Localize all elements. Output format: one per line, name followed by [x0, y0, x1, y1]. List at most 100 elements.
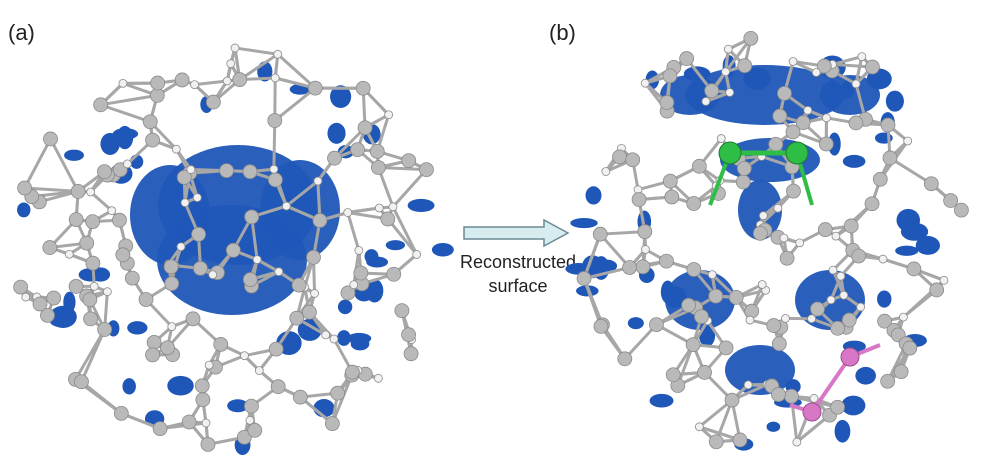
density-lobe [50, 316, 75, 328]
carbon-atom [242, 272, 258, 287]
carbon-atom [772, 108, 788, 124]
carbon-atom [848, 115, 864, 131]
density-lobe [313, 399, 335, 418]
carbon-atom [40, 307, 55, 323]
carbon-atom [344, 364, 360, 380]
density-lobe [364, 249, 379, 264]
carbon-atom [13, 279, 29, 295]
bond [99, 93, 159, 107]
carbon-atom [146, 334, 162, 350]
carbon-atom [394, 303, 410, 318]
bond [89, 190, 114, 213]
carbon-atom [185, 311, 201, 327]
hydrogen-atom [349, 280, 359, 290]
density-lobe [127, 321, 148, 335]
bond [273, 86, 317, 123]
density-lobe [664, 286, 687, 308]
carbon-atom [380, 211, 396, 227]
carbon-atom [622, 260, 637, 275]
carbon-atom [160, 340, 175, 356]
hydrogen-atom [839, 290, 849, 300]
bond [79, 380, 123, 415]
hydrogen-atom [274, 267, 284, 277]
hydrogen-atom [792, 437, 802, 447]
density-lobe [738, 180, 782, 240]
density-lobe [885, 90, 904, 112]
density-lobe [627, 317, 644, 330]
bond [376, 166, 428, 172]
density-lobe [122, 378, 136, 395]
hydrogen-atom [201, 418, 211, 428]
hydrogen-atom [803, 105, 813, 115]
hydrogen-atom [86, 187, 96, 197]
carbon-atom [686, 262, 702, 277]
carbon-atom [247, 422, 263, 438]
hydrogen-atom [788, 57, 798, 66]
carbon-atom [795, 115, 811, 131]
carbon-atom [237, 429, 252, 445]
hydrogen-atom [167, 322, 177, 332]
carbon-atom [617, 351, 633, 367]
carbon-atom [83, 311, 99, 327]
hydrogen-atom [102, 287, 112, 297]
carbon-atom [664, 189, 680, 205]
bond [330, 373, 354, 426]
density-lobe [100, 132, 120, 156]
pink-bond [810, 355, 852, 414]
cluster-b-image [565, 30, 969, 451]
hydrogen-atom [384, 110, 394, 120]
carbon-atom [82, 292, 98, 307]
carbon-atom [708, 288, 724, 304]
hydrogen-atom [725, 88, 735, 97]
carbon-atom [736, 161, 752, 176]
carbon-atom [291, 277, 307, 293]
pink-atom [840, 347, 860, 367]
carbon-atom [312, 213, 328, 228]
bond [23, 186, 80, 193]
carbon-atom [112, 212, 127, 228]
panel-a-cluster [0, 0, 460, 464]
density-lobe [585, 186, 602, 205]
bond [582, 232, 602, 280]
carbon-atom [637, 224, 653, 240]
carbon-atom [353, 265, 369, 281]
transition-arrow [462, 218, 572, 248]
carbon-atom [843, 218, 859, 234]
hydrogen-atom [180, 198, 190, 208]
hydrogen-atom [826, 295, 836, 305]
hydrogen-atom [779, 233, 789, 243]
density-lobe [407, 198, 435, 213]
density-lobe [828, 132, 841, 156]
hydrogen-atom [743, 380, 753, 390]
carbon-atom [145, 347, 160, 363]
hydrogen-atom [721, 67, 730, 77]
carbon-atom [17, 180, 33, 196]
carbon-atom [766, 318, 782, 333]
hydrogen-atom [192, 193, 202, 202]
hydrogen-atom [807, 314, 816, 324]
hydrogen-atom [281, 201, 291, 211]
hydrogen-atom [374, 203, 384, 213]
carbon-atom [145, 132, 160, 148]
hydrogen-atom [773, 203, 783, 213]
atoms-a [13, 43, 434, 452]
carbon-atom [906, 261, 922, 277]
carbon-atom [728, 290, 744, 305]
carbon-atom [880, 373, 896, 389]
hydrogen-atom [373, 373, 383, 383]
carbon-atom [70, 184, 86, 199]
carbon-atom [737, 58, 753, 74]
carbon-atom [292, 389, 308, 405]
carbon-atom [97, 322, 113, 337]
carbon-atom [902, 340, 918, 356]
hydrogen-atom [354, 246, 364, 255]
hydrogen-atom [781, 314, 790, 323]
hydrogen-atom [240, 351, 249, 361]
carbon-atom [192, 260, 208, 276]
carbon-atom [150, 75, 166, 91]
carbon-atom [43, 131, 58, 147]
bond [391, 205, 419, 256]
bond [888, 156, 933, 186]
highlighted-atoms-b [708, 141, 881, 422]
carbon-atom [307, 80, 323, 96]
